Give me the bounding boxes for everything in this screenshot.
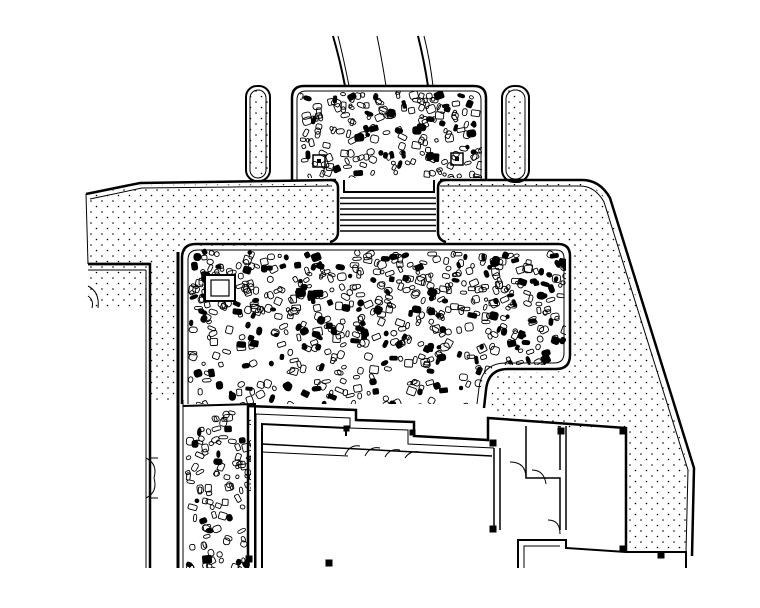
main-planting-bed [180,242,572,409]
north-planting-bed [290,84,488,180]
west-building-wall [87,252,184,568]
entry-walkway [332,35,434,87]
west-planting-strip [182,402,256,568]
entry-steps [329,178,447,244]
building-footprint [245,404,687,568]
